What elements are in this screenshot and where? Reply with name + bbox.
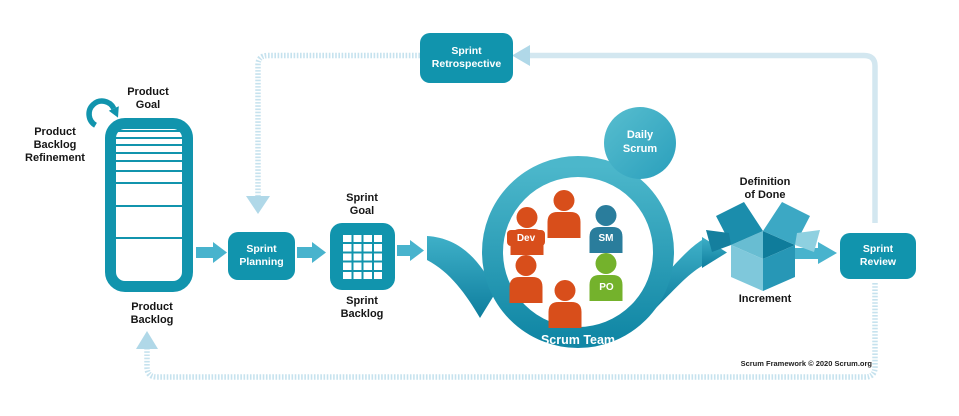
backlog-item-line (116, 130, 182, 132)
loop-review-to-retrospective (512, 45, 878, 223)
swoosh-into-sprint (427, 236, 496, 318)
product-backlog-label: Product Backlog (130, 301, 174, 326)
open-box-icon (706, 202, 820, 291)
arrowhead-into-retrospective (512, 45, 530, 66)
sprint-goal-label: Sprint Goal (346, 192, 378, 217)
daily-scrum-node: Daily Scrum (604, 107, 676, 179)
backlog-item-line (116, 182, 182, 184)
backlog-item-line (116, 137, 182, 139)
dev-badge: Dev (507, 230, 545, 246)
backlog-item-line (116, 205, 182, 207)
arrow-sprint-backlog-to-sprint (397, 240, 424, 261)
product-goal-label: Product Goal (127, 86, 169, 111)
arrow-planning-to-sprint-backlog (297, 242, 326, 263)
sprint-planning-node: Sprint Planning (228, 232, 295, 280)
increment-label: Increment (738, 293, 792, 305)
loop-review-to-product-backlog (136, 283, 878, 380)
arrowhead-into-planning (246, 196, 270, 214)
sprint-backlog-label: Sprint Backlog (340, 295, 384, 320)
flow-arrows (196, 240, 837, 264)
scrum-master-badge: SM (590, 230, 622, 246)
scrum-team-label: Scrum Team (540, 333, 616, 347)
backlog-item-line (116, 152, 182, 154)
circular-arrow-icon (86, 98, 119, 128)
sprint-backlog-node (330, 223, 395, 290)
task-grid-icon (343, 235, 382, 279)
backlog-item-line (116, 237, 182, 239)
sprint-review-node: Sprint Review (840, 233, 916, 279)
arrow-backlog-to-planning (196, 242, 227, 263)
product-backlog-box (105, 118, 193, 292)
backlog-item-line (116, 170, 182, 172)
copyright-text: Scrum Framework © 2020 Scrum.org (740, 359, 872, 368)
sprint-retrospective-node: Sprint Retrospective (420, 33, 513, 83)
definition-of-done-label: Definition of Done (739, 176, 791, 201)
backlog-item-line (116, 160, 182, 162)
arrowhead-into-product-backlog (136, 331, 158, 349)
arrow-increment-to-review (790, 242, 837, 264)
product-backlog-refinement-label: Product Backlog Refinement (25, 126, 85, 164)
product-owner-badge: PO (592, 279, 621, 295)
loop-retrospective-to-planning (246, 52, 420, 214)
backlog-item-line (116, 144, 182, 146)
